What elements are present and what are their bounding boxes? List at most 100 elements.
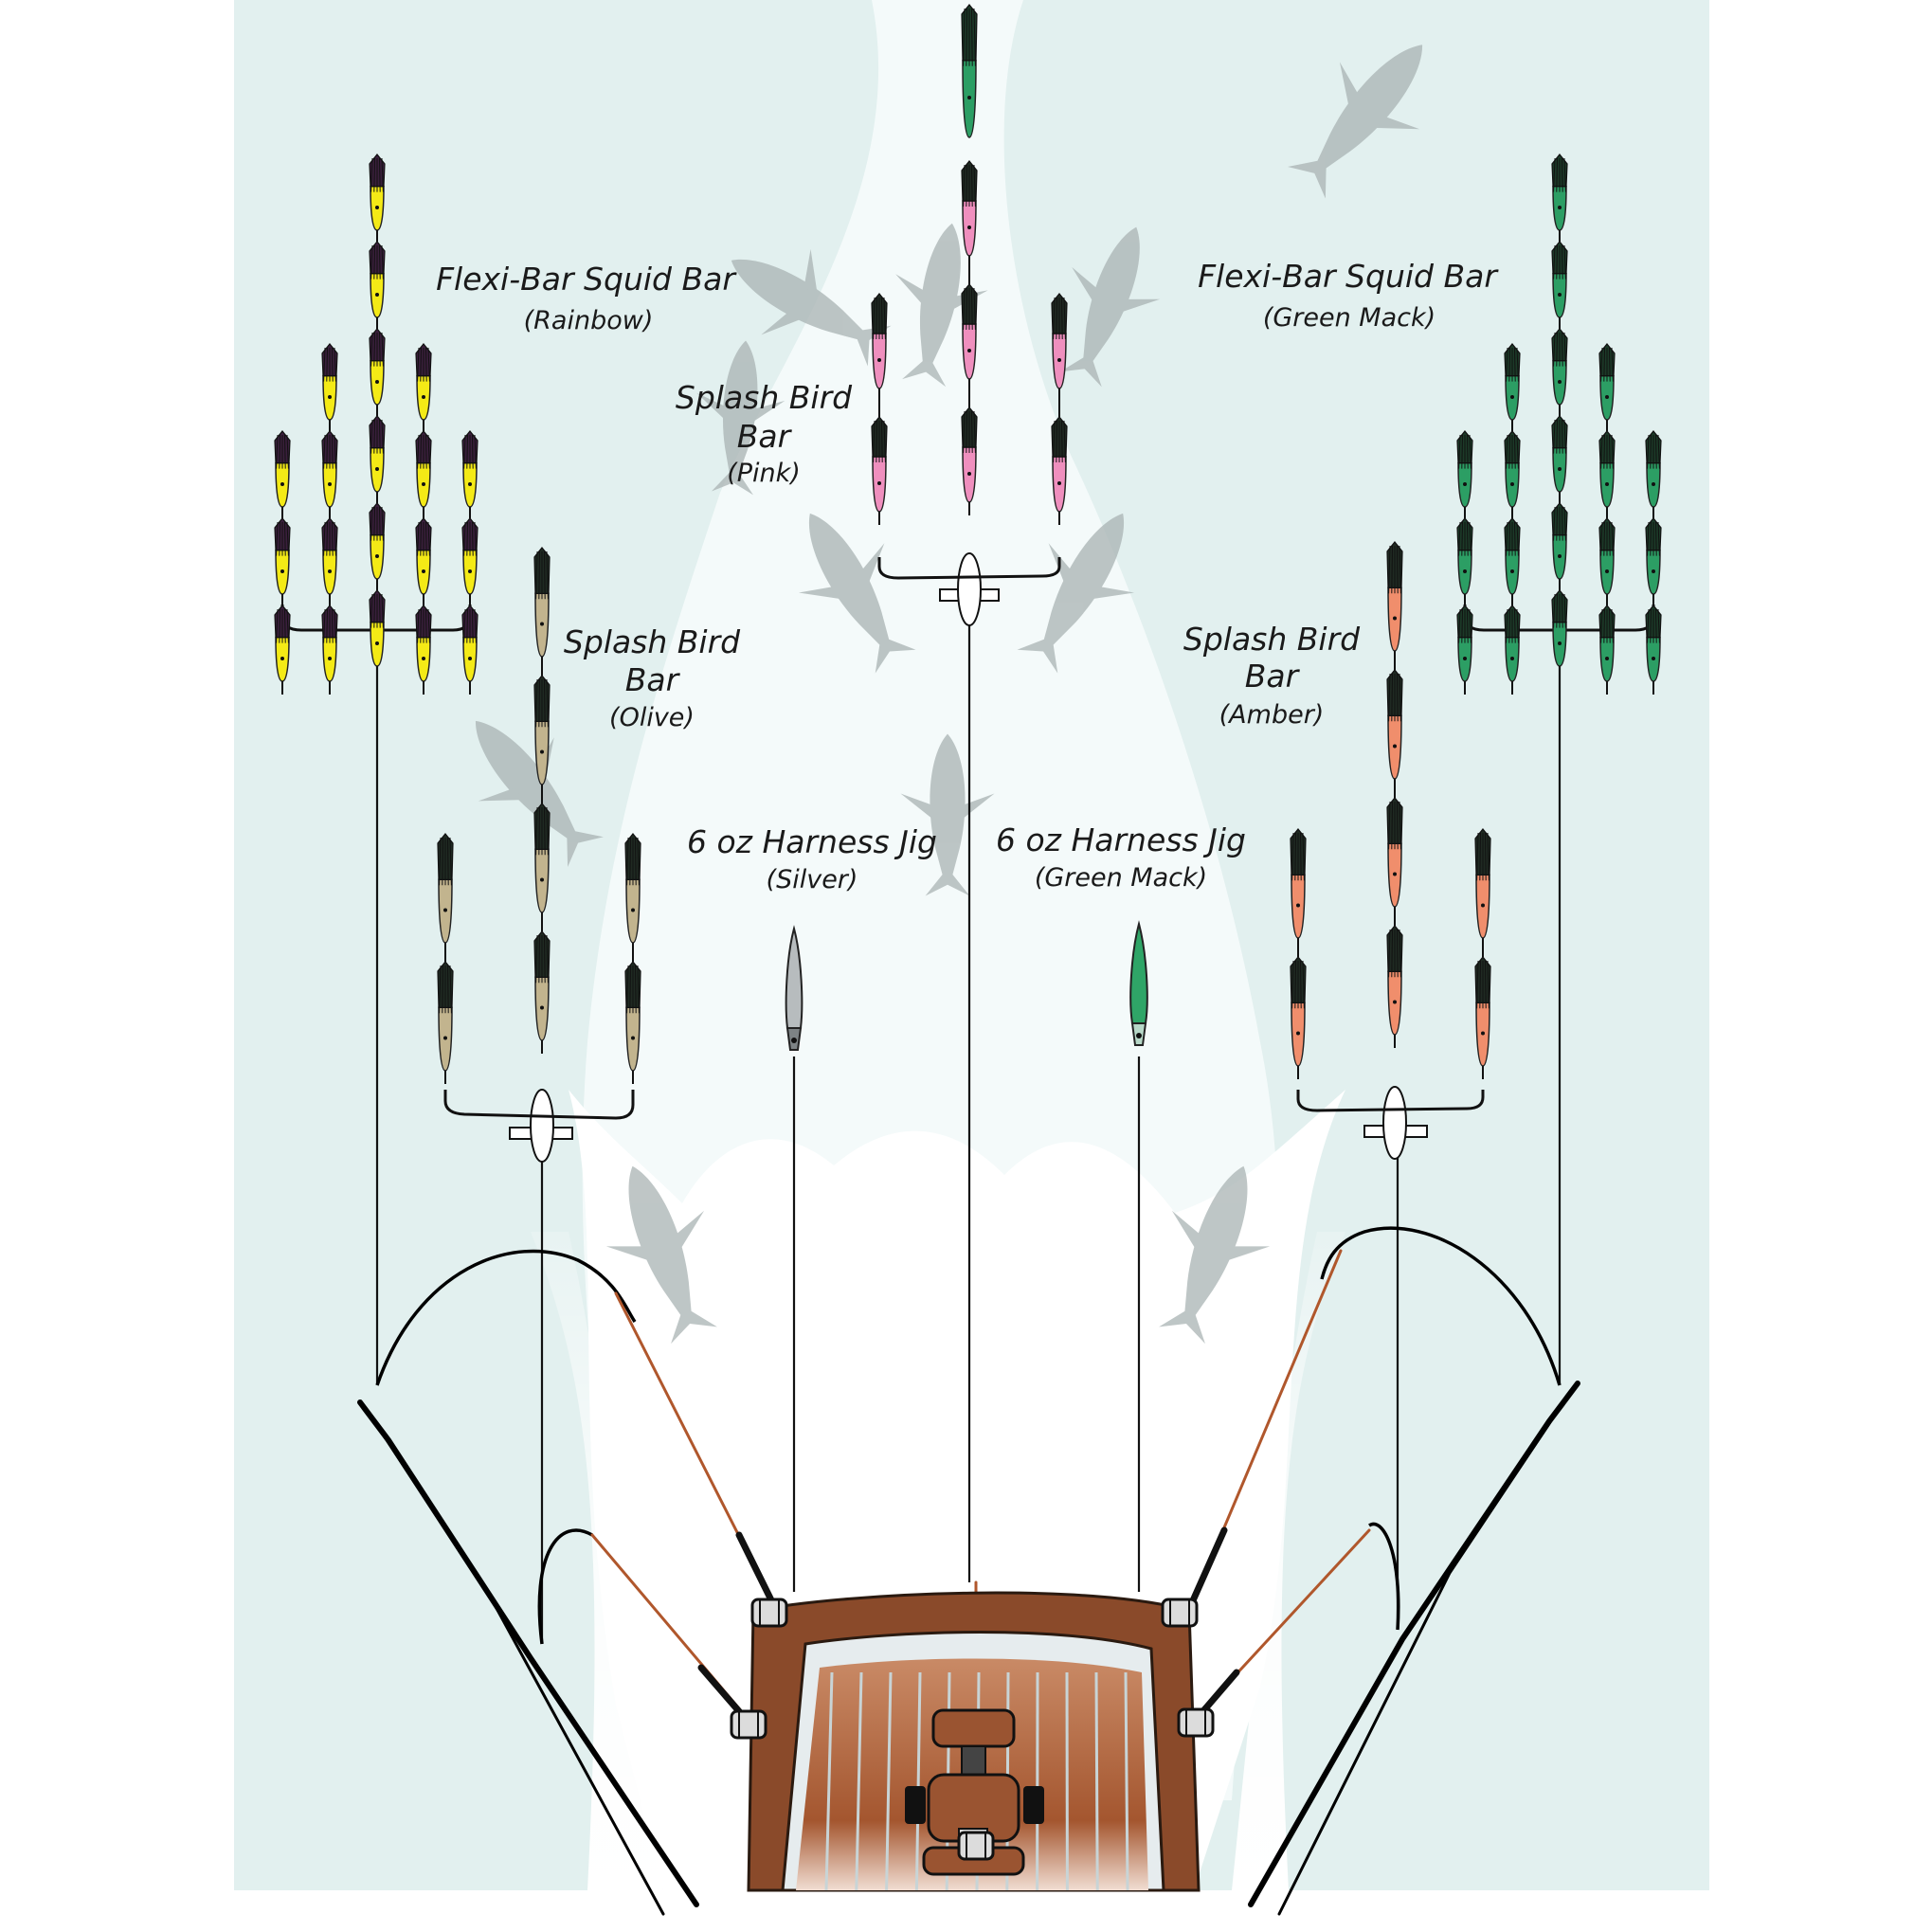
squid-lure-icon [415, 517, 432, 595]
reels [730, 1598, 1215, 1861]
label-color: (Silver) [767, 865, 858, 894]
squid-lure-icon [321, 343, 338, 421]
squid-lure-icon [274, 605, 291, 682]
fish-shadow-icon [731, 248, 892, 367]
label-line2: Bar [1245, 658, 1301, 695]
line-curves [375, 1226, 1562, 1645]
squid-lure-icon [274, 430, 291, 508]
squid-lure-icon [961, 160, 978, 257]
squid-lure-icon [624, 833, 641, 944]
label-flexi-rainbow: Flexi-Bar Squid Bar (Rainbow) [436, 261, 737, 335]
label-color: (Green Mack) [1035, 863, 1207, 893]
squid-lure-icon [461, 430, 478, 508]
label-color: (Amber) [1219, 700, 1325, 730]
squid-lure-icon [369, 502, 386, 580]
squid-lure-icon [1645, 517, 1662, 595]
squid-lure-icon [1474, 956, 1491, 1067]
squid-lure-icon [1551, 153, 1568, 231]
squid-lure-icon [533, 675, 551, 785]
squid-lure-icon [1598, 517, 1616, 595]
squid-lure-icon [321, 517, 338, 595]
trolling-lines [375, 616, 1562, 1644]
squid-lure-icon [1504, 343, 1521, 421]
label-line2: Bar [625, 661, 681, 698]
bird-teaser-icon [1363, 1086, 1428, 1160]
squid-lure-icon [1051, 293, 1068, 389]
squid-lure-icon [274, 517, 291, 595]
squid-lure-icon [1551, 415, 1568, 493]
fish-shadow-icon [798, 513, 916, 674]
squid-lure-icon [1598, 605, 1616, 682]
squid-lure-icon [1386, 797, 1403, 908]
squid-lure-icon [961, 406, 978, 503]
reel-icon [1161, 1598, 1199, 1628]
squid-lure-icon [1551, 241, 1568, 318]
label-line2: Bar [737, 418, 793, 455]
squid-lure-icon [961, 283, 978, 380]
label-splash-pink: Splash Bird Bar (Pink) [676, 379, 853, 488]
squid-lure-icon [533, 930, 551, 1041]
squid-lure-icon [1551, 328, 1568, 406]
squid-lure-icon [1290, 956, 1307, 1067]
squid-lure-icon [415, 430, 432, 508]
squid-lure-icon [1645, 605, 1662, 682]
reel-icon [1177, 1707, 1215, 1738]
label-jig-green: 6 oz Harness Jig (Green Mack) [996, 822, 1246, 893]
squid-lure-icon [321, 605, 338, 682]
label-title: 6 oz Harness Jig [687, 823, 937, 860]
squid-lure-icon [437, 961, 454, 1072]
label-flexi-green: Flexi-Bar Squid Bar (Green Mack) [1198, 258, 1499, 333]
boat-icon [730, 1591, 1215, 1892]
squid-lure-icon [461, 605, 478, 682]
fish-shadow-icon [900, 733, 995, 896]
squid-lure-icon [871, 293, 888, 389]
label-color: (Pink) [727, 459, 801, 488]
squid-lure-icon [369, 415, 386, 493]
squid-lure-icon [1551, 589, 1568, 667]
bar-frame-pink [877, 557, 1061, 580]
bar-frame-amber [1296, 1090, 1485, 1112]
fighting-chair [905, 1708, 1044, 1876]
bird-teaser-icon [939, 552, 1000, 626]
squid-lure-icon [437, 833, 454, 944]
squid-lure-icon [1456, 430, 1473, 508]
fish-shadow-icon [1017, 513, 1135, 674]
bar-frame-olive [443, 1090, 635, 1120]
label-color: (Rainbow) [524, 306, 654, 335]
fish-shadow-group [475, 45, 1423, 1345]
squid-lure-icon [1598, 430, 1616, 508]
label-title: 6 oz Harness Jig [996, 822, 1246, 858]
reel-icon [957, 1831, 995, 1861]
squid-lure-icon [1504, 517, 1521, 595]
squid-lure-icon [415, 343, 432, 421]
squid-lure-icon [1598, 343, 1616, 421]
squid-lure-icon [1290, 828, 1307, 939]
squid-lure-icon [369, 153, 386, 231]
label-line1: Splash Bird [1183, 621, 1361, 658]
squid-lure-icon [1645, 430, 1662, 508]
lure-group [274, 4, 1662, 1084]
squid-lure-icon [871, 416, 888, 513]
reel-icon [730, 1709, 767, 1740]
squid-lure-icon [1551, 502, 1568, 580]
label-title: Flexi-Bar Squid Bar [1198, 258, 1499, 295]
harness-jig-icon [785, 925, 803, 1051]
squid-lure-icon [1386, 541, 1403, 652]
squid-lure-icon [369, 328, 386, 406]
bird-teaser-icon [509, 1089, 573, 1163]
squid-lure-icon [415, 605, 432, 682]
squid-lure-icon [1504, 430, 1521, 508]
squid-lure-icon [1474, 828, 1491, 939]
label-color: (Olive) [609, 703, 695, 732]
squid-lure-icon [1504, 605, 1521, 682]
fish-shadow-icon [1288, 45, 1423, 199]
label-title: Flexi-Bar Squid Bar [436, 261, 737, 298]
label-jig-silver: 6 oz Harness Jig (Silver) [687, 823, 937, 894]
label-splash-olive: Splash Bird Bar (Olive) [564, 623, 741, 732]
squid-lure-icon [461, 517, 478, 595]
squid-lure-icon [369, 241, 386, 318]
label-splash-amber: Splash Bird Bar (Amber) [1183, 621, 1361, 730]
squid-lure-icon [533, 803, 551, 913]
label-line1: Splash Bird [564, 623, 741, 660]
